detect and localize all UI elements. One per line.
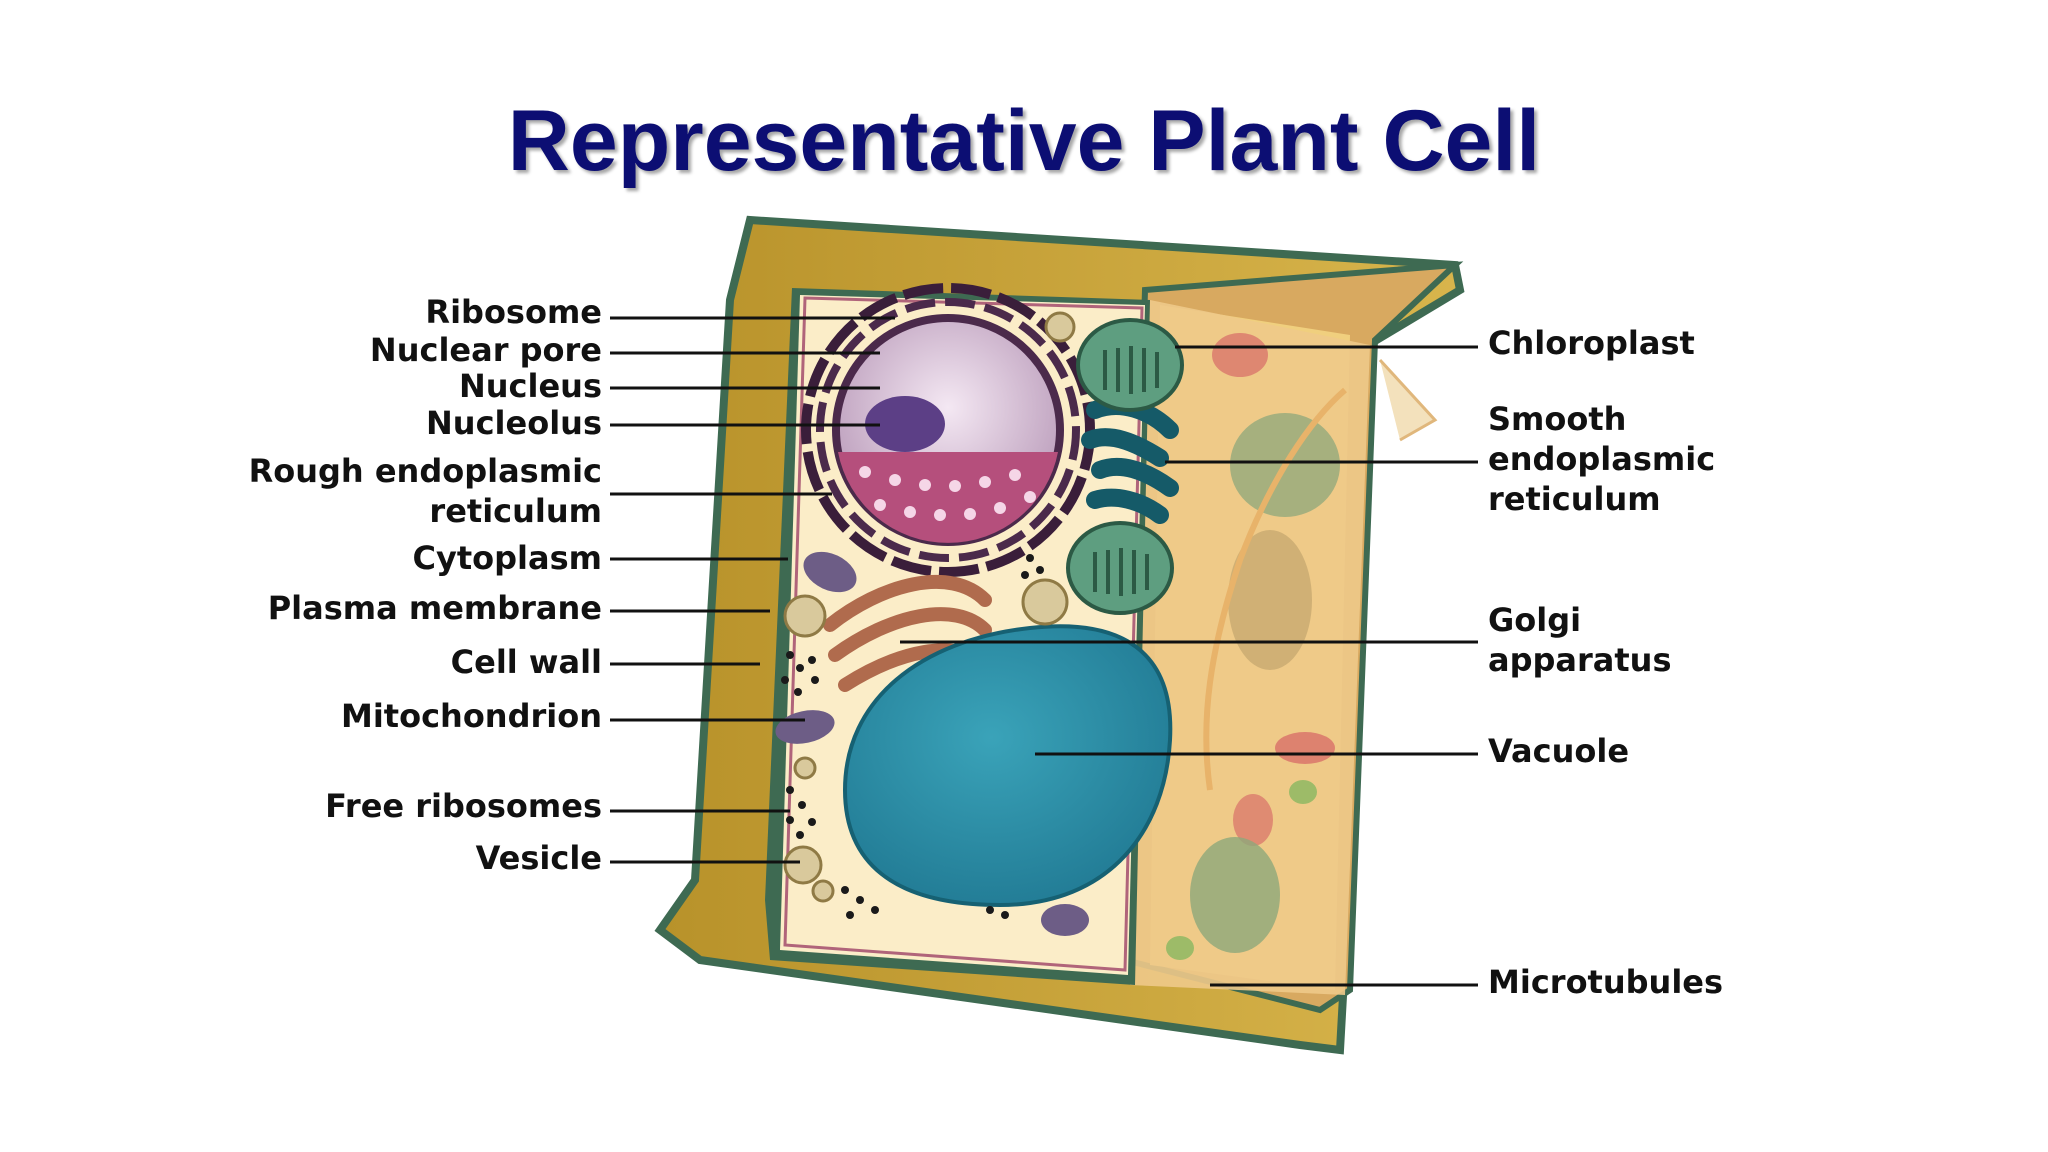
label-golgi-line1: Golgi <box>1488 601 1582 639</box>
label-nuclear-pore: Nuclear pore <box>369 331 602 369</box>
page-title: Representative Plant Cell <box>507 93 1541 189</box>
mitochondrion <box>775 551 1089 936</box>
label-free-ribosomes: Free ribosomes <box>325 787 602 825</box>
label-nucleolus: Nucleolus <box>426 404 602 442</box>
vacuole <box>842 624 1173 908</box>
vesicle <box>783 311 1076 903</box>
label-rough-er-line2: reticulum <box>429 492 602 530</box>
label-ribosome: Ribosome <box>425 293 602 331</box>
cell-side-panel <box>1130 300 1438 995</box>
chloroplast <box>1066 318 1184 615</box>
label-plasma-membrane: Plasma membrane <box>267 589 602 627</box>
label-cell-wall: Cell wall <box>450 643 602 681</box>
label-rough-er-line1: Rough endoplasmic <box>248 452 602 490</box>
label-golgi-line2: apparatus <box>1488 641 1672 679</box>
label-rough-er: Rough endoplasmic reticulum <box>180 451 602 531</box>
label-mitochondrion: Mitochondrion <box>340 697 602 735</box>
label-nucleus: Nucleus <box>458 367 602 405</box>
label-golgi: Golgi apparatus <box>1488 600 1672 680</box>
label-chloroplast: Chloroplast <box>1488 324 1695 362</box>
label-cytoplasm: Cytoplasm <box>412 539 602 577</box>
label-vacuole: Vacuole <box>1488 732 1630 770</box>
label-smooth-er-line2: endoplasmic <box>1488 440 1716 478</box>
nucleus <box>801 283 1095 577</box>
free-ribosomes <box>781 554 1044 919</box>
label-smooth-er-line1: Smooth <box>1488 400 1627 438</box>
label-smooth-er: Smooth endoplasmic reticulum <box>1488 399 1715 519</box>
label-smooth-er-line3: reticulum <box>1488 480 1661 518</box>
label-vesicle: Vesicle <box>475 839 602 877</box>
nucleolus <box>865 396 945 452</box>
label-microtubules: Microtubules <box>1488 963 1724 1001</box>
leader-lines <box>610 316 1478 987</box>
